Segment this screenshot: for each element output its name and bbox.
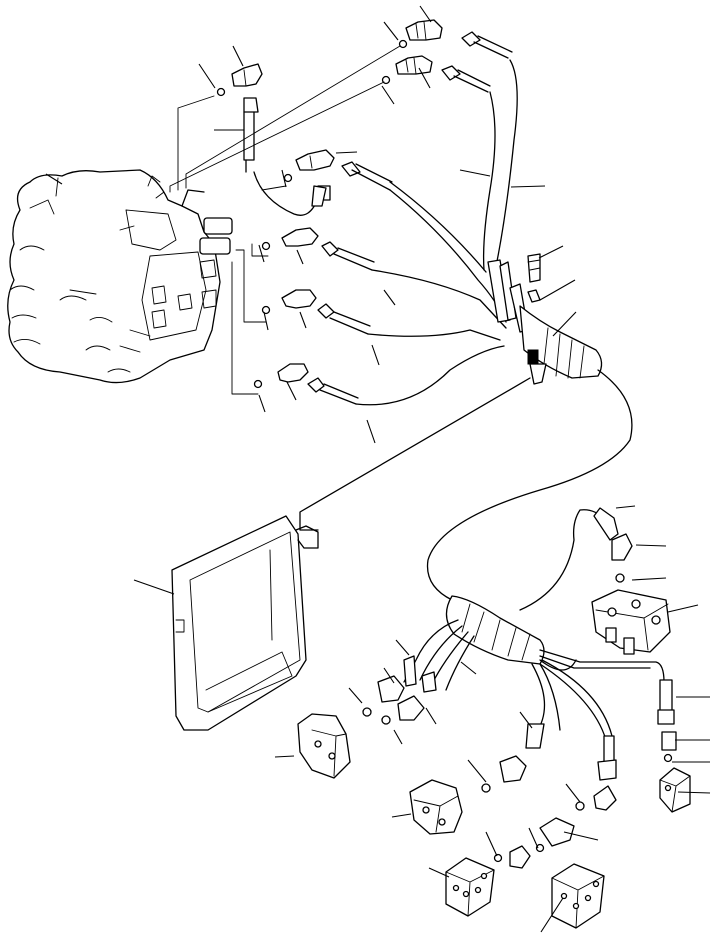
leader-line [565,783,581,803]
leader-line [563,831,599,841]
leader-line [510,185,546,188]
lower-right-components [591,507,691,813]
leader-line [348,687,363,704]
leader-line [419,5,432,23]
leader-line [552,311,577,337]
leader-line [395,639,410,656]
connecting-hoses [299,369,633,611]
leader-line [460,661,477,675]
upper-hose-bundle [253,59,603,406]
leader-line [381,85,395,105]
valve-connection-lines [169,45,401,395]
lower-hose-bundle [403,595,665,781]
leader-line [281,169,287,188]
control-valve-assembly [7,169,233,384]
leader-lines-upper [45,5,577,444]
leader-line [274,755,295,758]
bottom-valve-blocks [445,857,605,929]
leader-line [263,311,269,331]
leader-line [519,711,533,729]
leader-line [393,729,403,745]
leader-line [299,311,307,329]
leader-line [615,505,636,509]
leader-line [428,867,450,878]
leader-line [383,289,396,306]
leader-line [133,579,175,595]
leader-line [528,827,539,849]
leader-line [45,173,63,185]
leader-line [391,813,412,818]
leader-line [371,344,380,366]
leader-line [538,245,564,259]
leader-lines-lower [133,505,711,933]
leader-line [258,244,265,263]
leader-line [539,279,576,301]
leader-line [677,791,711,794]
leader-line [296,249,304,265]
leader-line [485,831,498,857]
leader-line [631,577,667,581]
leader-line [258,394,266,413]
upper-elbow-fittings [216,19,513,405]
leader-line [459,169,491,177]
leader-line [467,759,487,783]
leader-line [667,604,699,613]
leader-line [383,667,395,684]
leader-line [635,544,667,547]
leader-line [198,63,216,89]
lower-left-components [297,675,617,869]
leader-line [286,381,297,401]
leader-line [425,707,437,725]
leader-line [366,419,376,444]
leader-line [418,67,431,89]
leader-line [383,21,399,41]
leader-line [540,897,564,933]
leader-line [335,151,358,154]
cab-cover-panel [171,515,319,731]
leader-line [232,45,244,67]
